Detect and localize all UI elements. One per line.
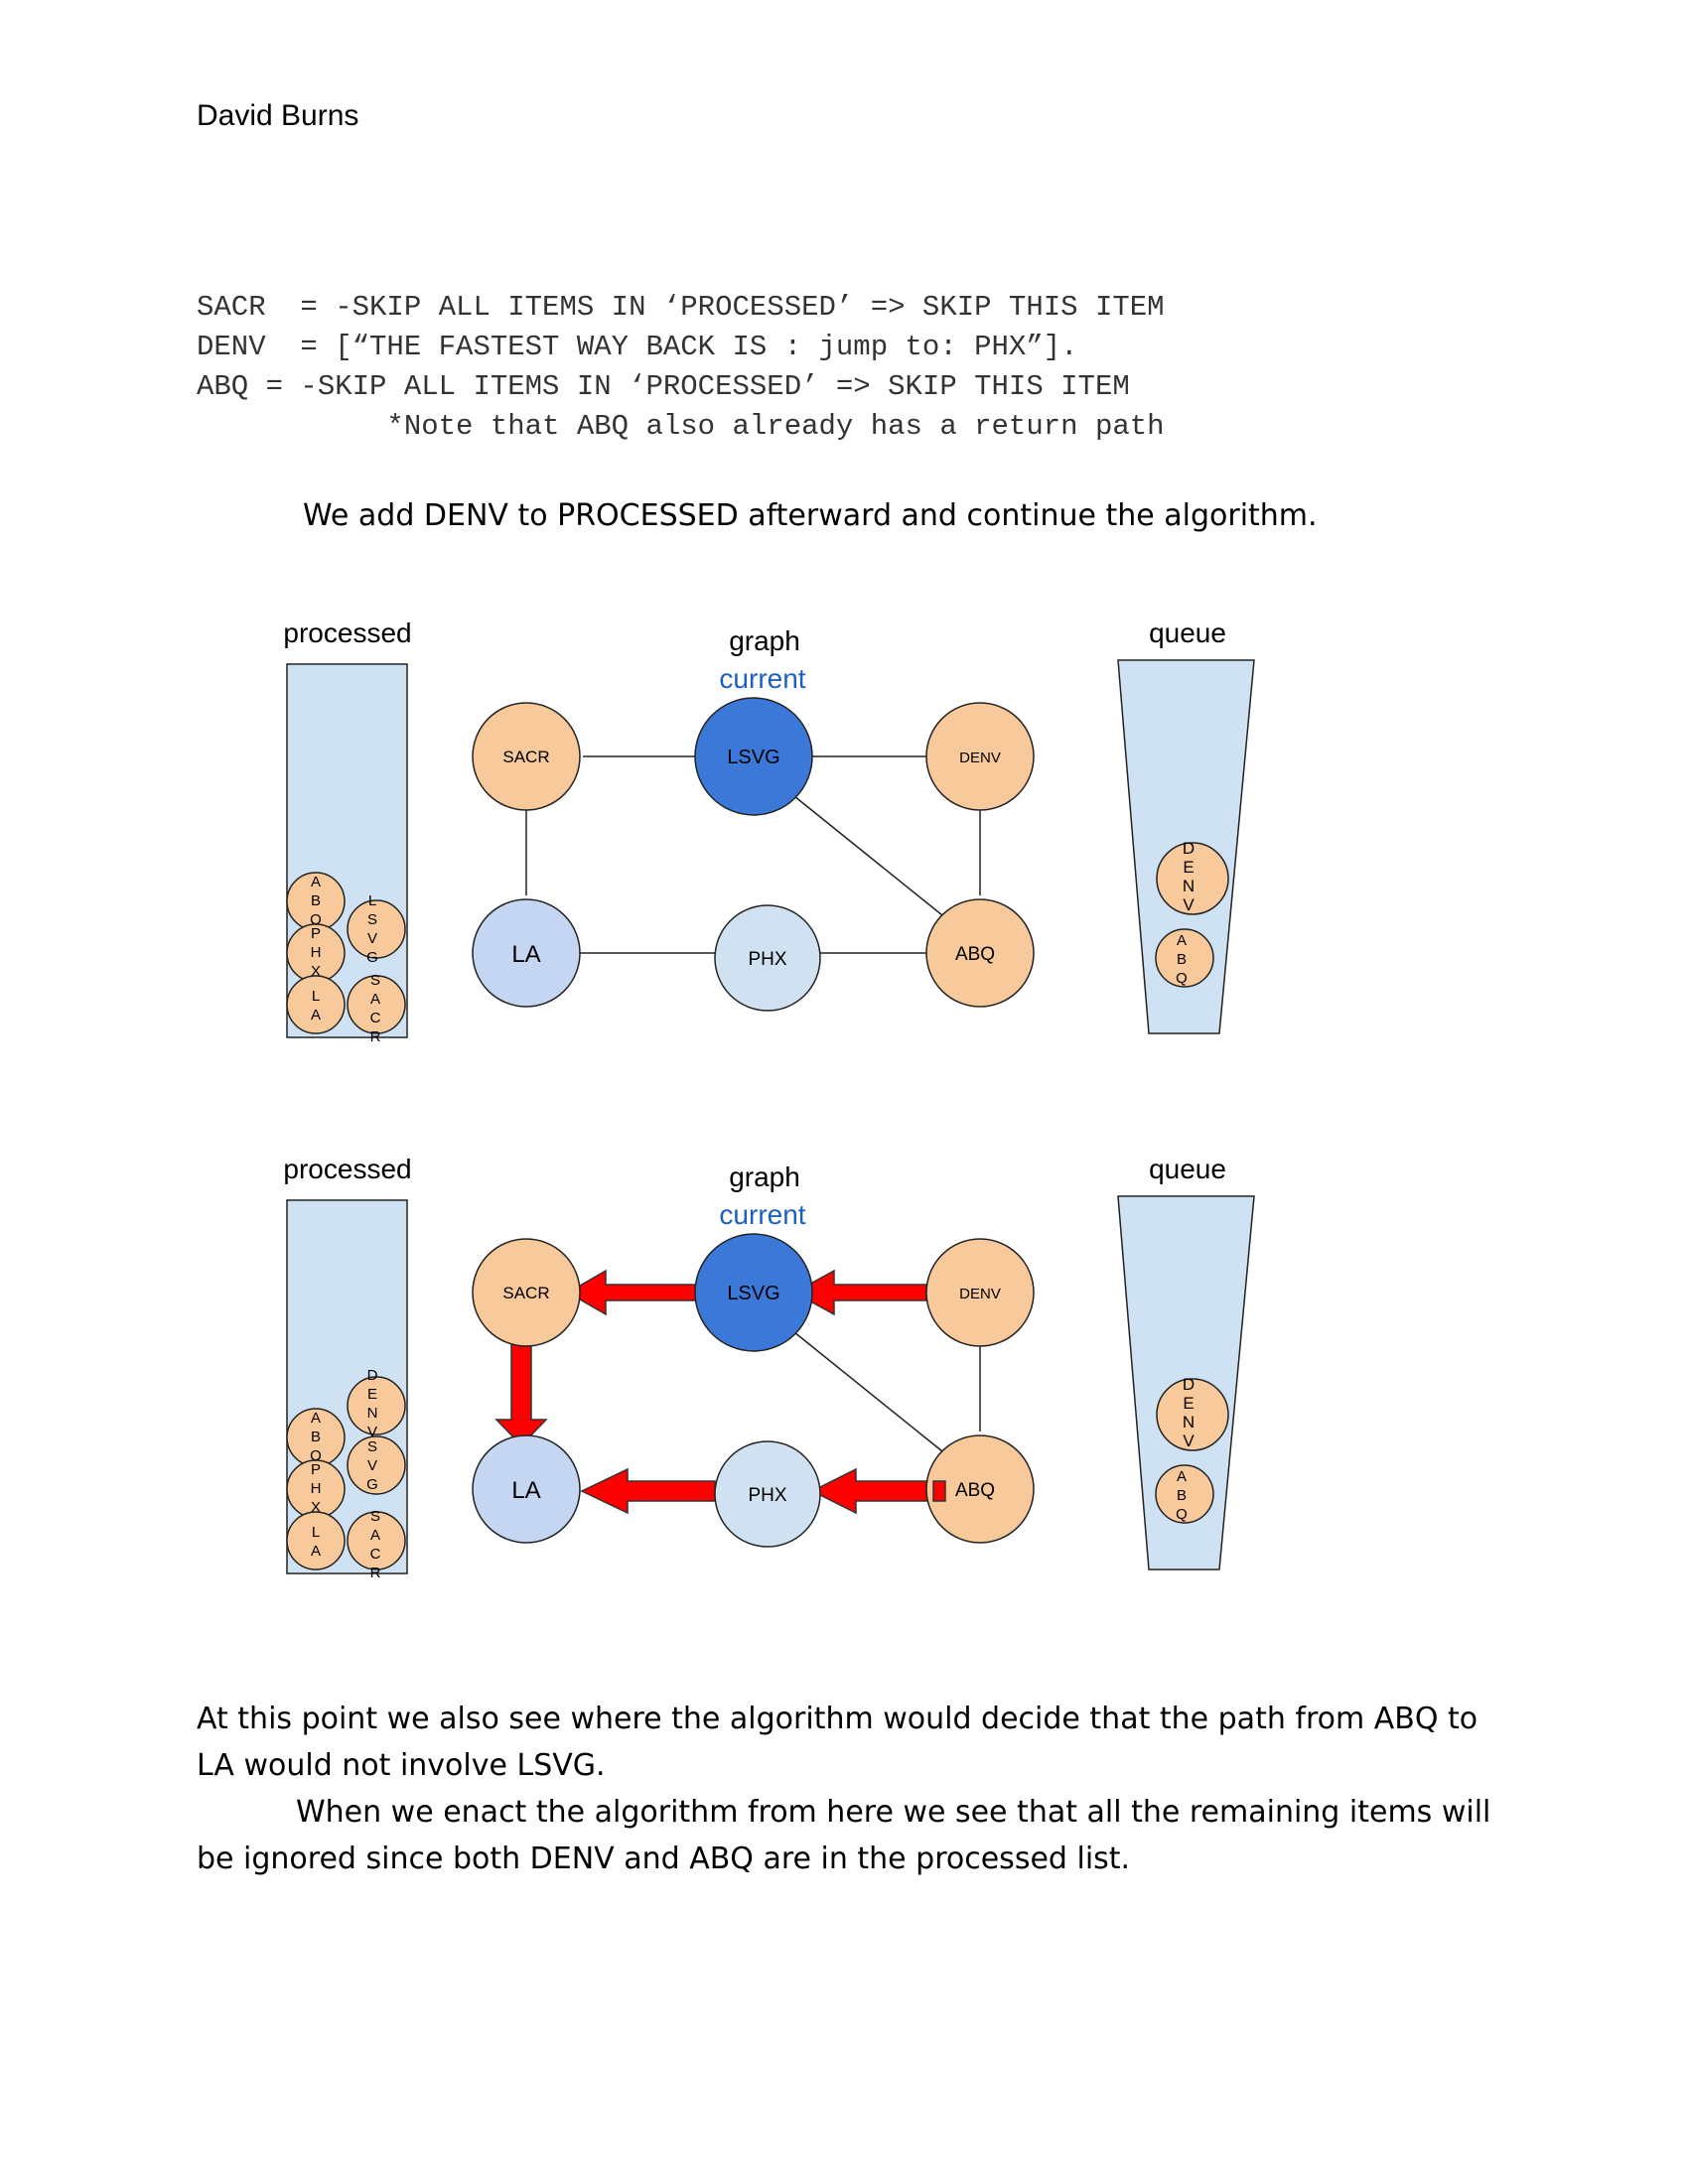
author-name: David Burns xyxy=(197,99,359,132)
node-phx: PHX xyxy=(714,1440,821,1548)
processed-label: processed xyxy=(283,617,411,648)
arrow-abq-to-phx-tail xyxy=(932,1480,946,1502)
code-line: DENV = [“THE FASTEST WAY BACK IS : jump … xyxy=(197,331,1078,363)
node-denv: DENV xyxy=(925,702,1035,811)
code-line: ABQ = -SKIP ALL ITEMS IN ‘PROCESSED’ => … xyxy=(197,370,1130,403)
paragraph-conclusion: At this point we also see where the algo… xyxy=(197,1696,1507,1882)
svg-text:ABQ: ABQ xyxy=(310,874,322,928)
queue-label: queue xyxy=(1149,617,1226,648)
arrow-sacr-to-la xyxy=(494,1329,548,1447)
current-label: current xyxy=(719,1199,805,1230)
svg-text:LSVG: LSVG xyxy=(727,747,779,768)
node-phx: PHX xyxy=(714,904,821,1012)
svg-text:SVG: SVG xyxy=(366,1438,378,1493)
conclusion-sentence-1: At this point we also see where the algo… xyxy=(197,1702,1478,1783)
node-abq: ABQ xyxy=(925,1434,1035,1544)
node-lsvg: LSVG xyxy=(694,1233,813,1352)
code-line: *Note that ABQ also already has a return… xyxy=(197,410,1165,443)
svg-text:LA: LA xyxy=(311,1524,321,1560)
svg-text:LSVG: LSVG xyxy=(727,1283,779,1304)
node-denv: DENV xyxy=(925,1238,1035,1347)
node-lsvg: LSVG xyxy=(694,697,813,816)
graph-edges xyxy=(793,1331,981,1452)
arrow-phx-to-la xyxy=(580,1467,716,1515)
svg-text:DENV: DENV xyxy=(367,1367,378,1440)
node-la: LA xyxy=(472,898,581,1008)
svg-text:PHX: PHX xyxy=(311,1461,322,1516)
svg-text:PHX: PHX xyxy=(748,1485,786,1506)
processed-label: processed xyxy=(283,1154,411,1184)
svg-text:SACR: SACR xyxy=(370,972,381,1045)
svg-text:DENV: DENV xyxy=(1183,839,1195,914)
graph-edges xyxy=(525,755,981,954)
svg-text:ABQ: ABQ xyxy=(1176,932,1188,987)
code-line: SACR = -SKIP ALL ITEMS IN ‘PROCESSED’ =>… xyxy=(197,291,1165,324)
svg-text:PHX: PHX xyxy=(311,925,322,980)
conclusion-sentence-2: When we enact the algorithm from here we… xyxy=(197,1795,1491,1876)
svg-text:SACR: SACR xyxy=(502,1284,549,1302)
paragraph-denv-processed: We add DENV to PROCESSED afterward and c… xyxy=(303,498,1318,533)
node-sacr: SACR xyxy=(472,1238,581,1347)
svg-text:ABQ: ABQ xyxy=(955,1480,995,1501)
svg-text:DENV: DENV xyxy=(959,1286,1001,1302)
svg-text:SACR: SACR xyxy=(370,1508,381,1581)
arrow-denv-to-lsvg xyxy=(792,1269,927,1316)
svg-text:PHX: PHX xyxy=(748,949,786,970)
svg-text:LSVG: LSVG xyxy=(366,892,378,966)
svg-text:ABQ: ABQ xyxy=(1176,1468,1188,1523)
svg-text:ABQ: ABQ xyxy=(310,1410,322,1464)
graph-label: graph xyxy=(729,625,800,656)
pseudocode-block: SACR = -SKIP ALL ITEMS IN ‘PROCESSED’ =>… xyxy=(197,288,1165,447)
svg-text:LA: LA xyxy=(511,1477,540,1504)
arrow-abq-to-phx xyxy=(810,1467,946,1515)
current-label: current xyxy=(719,663,805,694)
svg-text:ABQ: ABQ xyxy=(955,944,995,965)
path-arrows-overlay xyxy=(932,1480,946,1502)
arrow-lsvg-to-sacr xyxy=(566,1269,701,1316)
path-arrows xyxy=(494,1269,946,1515)
svg-text:DENV: DENV xyxy=(959,750,1001,766)
svg-text:LA: LA xyxy=(511,941,540,968)
svg-text:LA: LA xyxy=(311,988,321,1024)
queue-label: queue xyxy=(1149,1154,1226,1184)
svg-text:SACR: SACR xyxy=(502,748,549,766)
node-abq: ABQ xyxy=(925,898,1035,1008)
node-sacr: SACR xyxy=(472,702,581,811)
graph-label: graph xyxy=(729,1161,800,1192)
svg-text:DENV: DENV xyxy=(1183,1375,1195,1450)
node-la: LA xyxy=(472,1434,581,1544)
